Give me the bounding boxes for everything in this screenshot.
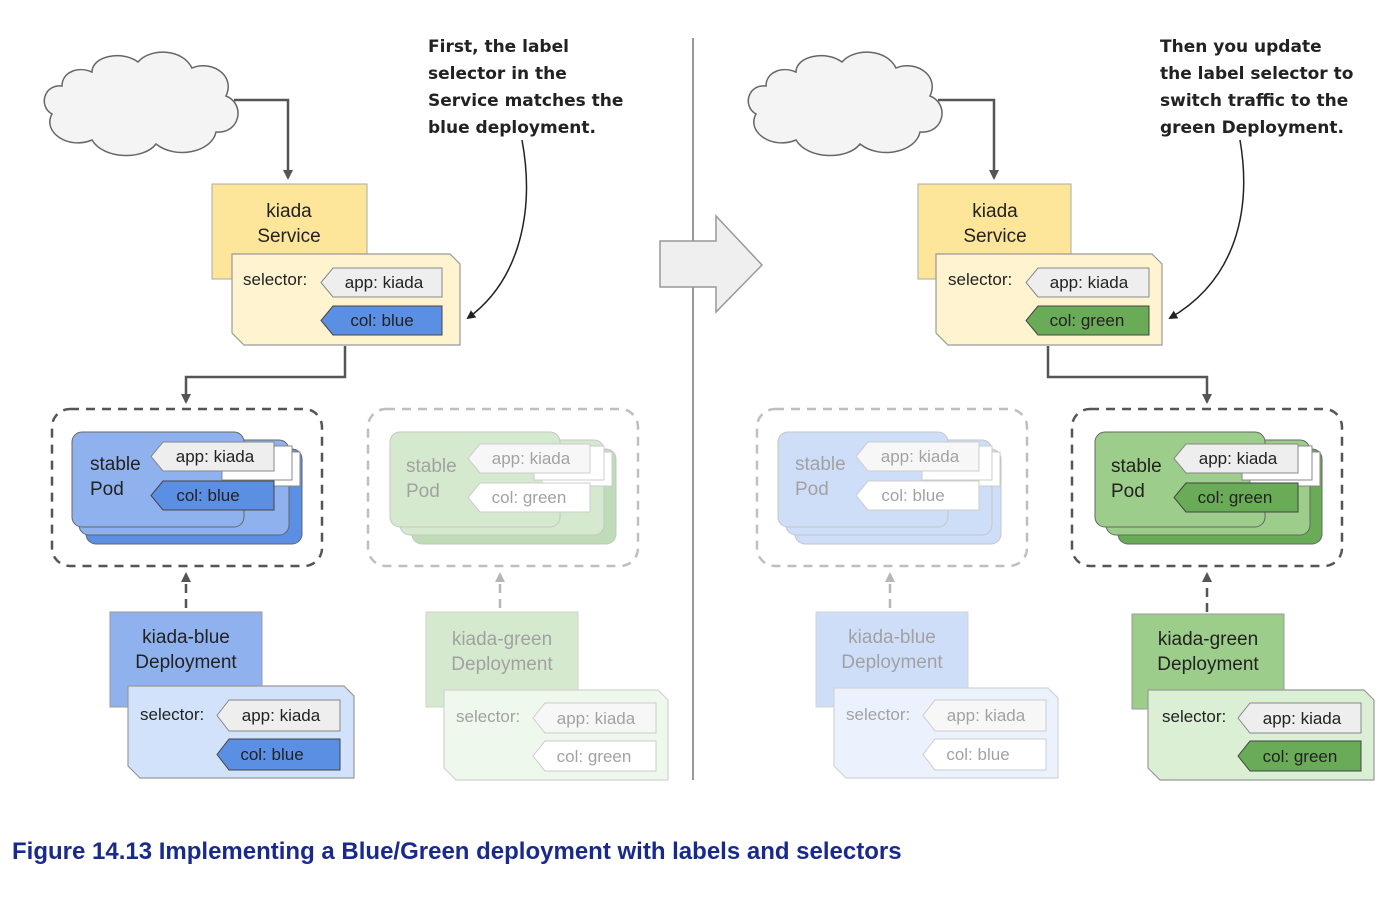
svg-text:First, the label: First, the label <box>428 37 569 57</box>
annotation-arrow-right <box>1168 139 1245 319</box>
blue-pod-tag-app <box>150 441 275 472</box>
svg-text:selector:: selector: <box>456 707 520 726</box>
svg-text:app: kiada: app: kiada <box>557 709 636 728</box>
after-panel: kiada Service selector: app: kiada col: … <box>747 37 1375 781</box>
svg-text:Deployment: Deployment <box>841 652 943 673</box>
cloud-icon-right <box>747 51 943 157</box>
svg-text:Service matches the: Service matches the <box>428 91 623 111</box>
before-panel: kiada Service selector: app: kiada col: … <box>43 37 669 781</box>
blue-pod-title-2: Pod <box>90 479 124 500</box>
svg-text:Pod: Pod <box>1111 481 1145 502</box>
svg-text:app: kiada: app: kiada <box>242 706 321 725</box>
green-pods-group: stable Pod app: kiada col: green <box>1070 407 1344 568</box>
svg-text:kiada-green: kiada-green <box>452 629 552 650</box>
svg-text:Deployment: Deployment <box>135 652 237 673</box>
svg-text:app: kiada: app: kiada <box>947 706 1026 725</box>
svg-text:selector in the: selector in the <box>428 64 567 84</box>
service-to-green-pods-line <box>1046 346 1212 404</box>
cloud-to-service-line-right <box>938 98 999 180</box>
cloud-to-service-line <box>234 98 293 180</box>
svg-text:app: kiada: app: kiada <box>1199 449 1278 468</box>
green-pods-group-faded: stable Pod app: kiada col: green <box>366 407 640 568</box>
svg-text:kiada: kiada <box>972 201 1018 222</box>
annotation-arrow <box>466 139 528 320</box>
svg-text:the label selector to: the label selector to <box>1160 64 1353 84</box>
kiada-service-right: kiada Service selector: app: kiada col: … <box>917 183 1163 346</box>
svg-text:stable: stable <box>1111 456 1162 477</box>
svg-text:green Deployment.: green Deployment. <box>1160 118 1344 138</box>
annotation-note: First, the label selector in the Service… <box>428 37 623 320</box>
svg-text:app: kiada: app: kiada <box>1263 709 1342 728</box>
svg-text:switch traffic to the: switch traffic to the <box>1160 91 1348 111</box>
svg-text:selector:: selector: <box>1162 707 1226 726</box>
svg-text:col: green: col: green <box>492 488 567 507</box>
figure-caption: Figure 14.13 Implementing a Blue/Green d… <box>12 838 902 865</box>
service-tag-app-text: app: kiada <box>345 273 424 292</box>
blue-green-diagram: kiada Service selector: app: kiada col: … <box>43 37 1375 781</box>
cloud-icon <box>43 51 239 157</box>
service-title-2: Service <box>257 226 320 247</box>
svg-text:selector:: selector: <box>846 705 910 724</box>
svg-text:col: green: col: green <box>1263 747 1338 766</box>
kiada-blue-deployment: kiada-blue Deployment selector: app: kia… <box>109 611 355 779</box>
svg-text:Pod: Pod <box>406 481 440 502</box>
blue-pod-tag-col <box>150 480 275 511</box>
kiada-green-deployment: kiada-green Deployment selector: app: ki… <box>1131 613 1375 781</box>
svg-text:app: kiada: app: kiada <box>881 447 960 466</box>
svg-text:Service: Service <box>963 226 1026 247</box>
service-tag-col <box>320 305 443 336</box>
svg-text:col: blue: col: blue <box>881 486 944 505</box>
svg-text:blue deployment.: blue deployment. <box>428 118 596 138</box>
svg-text:Deployment: Deployment <box>1157 654 1259 675</box>
blue-pod-title-1: stable <box>90 454 141 475</box>
kiada-blue-deployment-faded: kiada-blue Deployment selector: app: kia… <box>815 611 1059 779</box>
blue-pods-group-faded: stable Pod app: kiada col: blue <box>755 407 1029 568</box>
svg-text:stable: stable <box>795 454 846 475</box>
svg-text:Pod: Pod <box>795 479 829 500</box>
service-tag-app <box>320 267 443 298</box>
svg-text:app: kiada: app: kiada <box>176 447 255 466</box>
svg-text:stable: stable <box>406 456 457 477</box>
service-to-pods-line <box>181 346 347 404</box>
service-title-1: kiada <box>266 201 312 222</box>
svg-text:selector:: selector: <box>140 705 204 724</box>
svg-text:col: green: col: green <box>557 747 632 766</box>
svg-text:col: blue: col: blue <box>240 745 303 764</box>
svg-text:Then you update: Then you update <box>1160 37 1322 57</box>
svg-text:kiada-blue: kiada-blue <box>848 627 936 648</box>
svg-text:selector:: selector: <box>948 270 1012 289</box>
service-tag-col-text: col: blue <box>350 311 413 330</box>
svg-text:app: kiada: app: kiada <box>1050 273 1129 292</box>
service-selector-label: selector: <box>243 270 307 289</box>
svg-text:app: kiada: app: kiada <box>492 449 571 468</box>
svg-text:col: green: col: green <box>1198 488 1273 507</box>
svg-text:col: blue: col: blue <box>946 745 1009 764</box>
svg-text:kiada-green: kiada-green <box>1158 629 1258 650</box>
annotation-note-right: Then you update the label selector to sw… <box>1160 37 1353 319</box>
kiada-green-deployment-faded: kiada-green Deployment selector: app: ki… <box>425 611 669 781</box>
kiada-service: kiada Service selector: app: kiada col: … <box>211 183 461 346</box>
blue-pods-group: stable Pod app: kiada col: blue <box>50 407 324 568</box>
svg-text:kiada-blue: kiada-blue <box>142 627 230 648</box>
transition-arrow <box>659 214 764 314</box>
svg-text:Deployment: Deployment <box>451 654 553 675</box>
svg-text:col: green: col: green <box>1050 311 1125 330</box>
svg-text:col: blue: col: blue <box>176 486 239 505</box>
